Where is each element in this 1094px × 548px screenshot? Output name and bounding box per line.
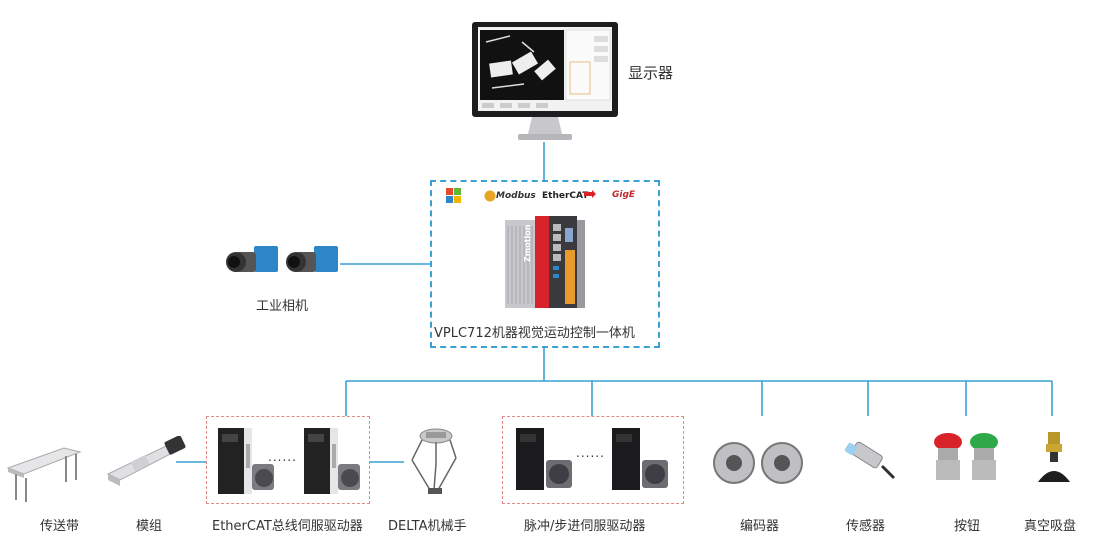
vacuum-label: 真空吸盘 <box>1024 519 1077 534</box>
pulse-servo-icon <box>516 428 668 490</box>
delta-robot-node <box>402 424 466 504</box>
industrial-camera-icon <box>226 246 338 272</box>
ethercat-servo-icon <box>218 428 360 494</box>
ethercat-logo-text: EtherCAT <box>542 191 589 201</box>
ethercat-servo-ellipsis: ...... <box>268 450 297 464</box>
proximity-sensor-icon <box>844 441 896 480</box>
delta-robot-icon <box>411 428 457 494</box>
linear-module-icon <box>106 435 186 486</box>
pulse-servo-ellipsis: ...... <box>576 446 605 460</box>
controller-node <box>505 214 587 310</box>
camera-node <box>226 242 342 282</box>
module-node <box>104 435 186 492</box>
modbus-logo-icon <box>484 190 496 202</box>
monitor-icon <box>472 22 618 140</box>
sensor-label: 传感器 <box>846 519 886 534</box>
camera-label: 工业相机 <box>256 299 309 314</box>
controller-brand-text: Zmotion <box>523 224 532 262</box>
ethercat-servo-group <box>206 416 370 504</box>
vacuum-cup-icon <box>1038 432 1070 482</box>
encoder-label: 编码器 <box>740 519 780 534</box>
delta-robot-label: DELTA机械手 <box>388 519 467 534</box>
controller-device-icon <box>505 216 585 308</box>
vacuum-node <box>1034 430 1074 488</box>
controller-label: VPLC712机器视觉运动控制一体机 <box>434 326 635 341</box>
conveyor-icon <box>6 447 82 502</box>
conveyor-node <box>6 440 86 506</box>
pulse-servo-node <box>510 424 680 500</box>
modbus-logo-text: Modbus <box>496 191 536 201</box>
gige-logo-text: GigE <box>612 190 636 200</box>
monitor-node <box>470 22 620 144</box>
windows-logo-icon <box>446 188 461 203</box>
button-label: 按钮 <box>954 519 981 534</box>
button-node <box>930 430 1002 490</box>
sensor-node <box>838 436 898 486</box>
encoder-node <box>712 440 808 486</box>
pulse-servo-label: 脉冲/步进伺服驱动器 <box>524 519 646 534</box>
pulse-servo-group <box>502 416 684 504</box>
controller-group <box>430 180 660 348</box>
module-label: 模组 <box>136 519 163 534</box>
monitor-label: 显示器 <box>628 64 674 82</box>
ethercat-servo-label: EtherCAT总线伺服驱动器 <box>212 519 363 534</box>
ethercat-arrow-icon <box>584 190 596 198</box>
push-button-icon <box>934 433 998 480</box>
encoder-icon <box>713 442 803 484</box>
conveyor-label: 传送带 <box>40 519 80 534</box>
ethercat-servo-node <box>212 424 372 500</box>
